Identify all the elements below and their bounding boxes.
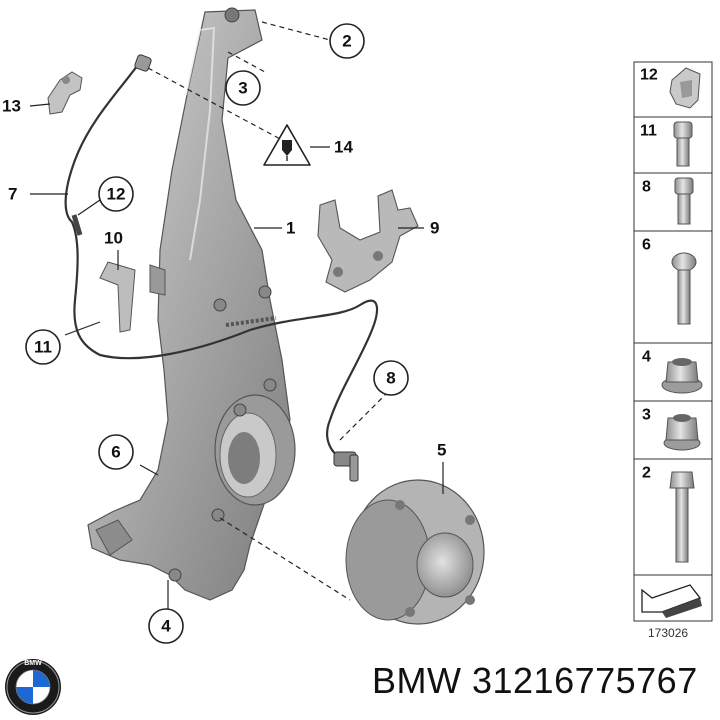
label-5: 5	[437, 441, 446, 460]
torx-bolt-icon	[671, 252, 697, 325]
svg-text:12: 12	[107, 185, 126, 204]
wheel-hub	[345, 479, 485, 625]
parts-cell-label-11: 11	[640, 123, 657, 140]
callout-6: 6	[98, 434, 134, 470]
parts-cell-label-3: 3	[642, 407, 651, 424]
part-number-title: BMW 31216775767	[372, 660, 698, 701]
hex-nut-icon	[663, 414, 701, 451]
callout-3: 3	[225, 70, 261, 106]
sensor-cables	[64, 54, 379, 482]
label-14: 14	[334, 138, 353, 157]
parts-cell-label-8: 8	[642, 179, 651, 196]
parts-cell-label-12: 12	[640, 67, 658, 84]
callout-8: 8	[373, 360, 409, 396]
callout-12: 12	[98, 176, 134, 212]
svg-text:11: 11	[34, 338, 52, 357]
clip-icon	[669, 67, 701, 109]
svg-text:6: 6	[111, 443, 120, 462]
label-9: 9	[430, 219, 439, 238]
label-13: 13	[2, 97, 21, 116]
svg-text:2: 2	[342, 32, 351, 51]
callout-4: 4	[148, 608, 184, 644]
socket-bolt-icon	[674, 177, 694, 225]
label-7: 7	[8, 185, 17, 204]
parts-cell-label-2: 2	[642, 465, 651, 482]
leader-lines	[29, 21, 444, 610]
callout-11: 11	[25, 329, 61, 365]
socket-bolt-icon	[673, 121, 693, 167]
bracket-part-9	[317, 189, 419, 293]
flange-nut-icon	[661, 358, 703, 394]
svg-text:3: 3	[238, 79, 247, 98]
clip-part-13	[47, 71, 83, 115]
steering-knuckle	[87, 7, 296, 601]
hex-bolt-icon	[669, 471, 695, 563]
parts-column: 12 11 8 6 4 3 2	[633, 61, 713, 640]
diagram-reference-number: 173026	[648, 626, 688, 640]
svg-text:4: 4	[161, 617, 171, 636]
parts-cell-label-4: 4	[642, 349, 651, 366]
logo-letters: BMW	[24, 660, 42, 667]
svg-text:8: 8	[386, 369, 395, 388]
orientation-arrow-icon	[641, 584, 702, 618]
warning-triangle-icon	[263, 124, 311, 166]
parts-cell-label-6: 6	[642, 237, 651, 254]
label-10: 10	[104, 229, 123, 248]
bmw-logo: BMW	[5, 659, 61, 715]
callout-2: 2	[329, 23, 365, 59]
label-1: 1	[286, 219, 295, 238]
